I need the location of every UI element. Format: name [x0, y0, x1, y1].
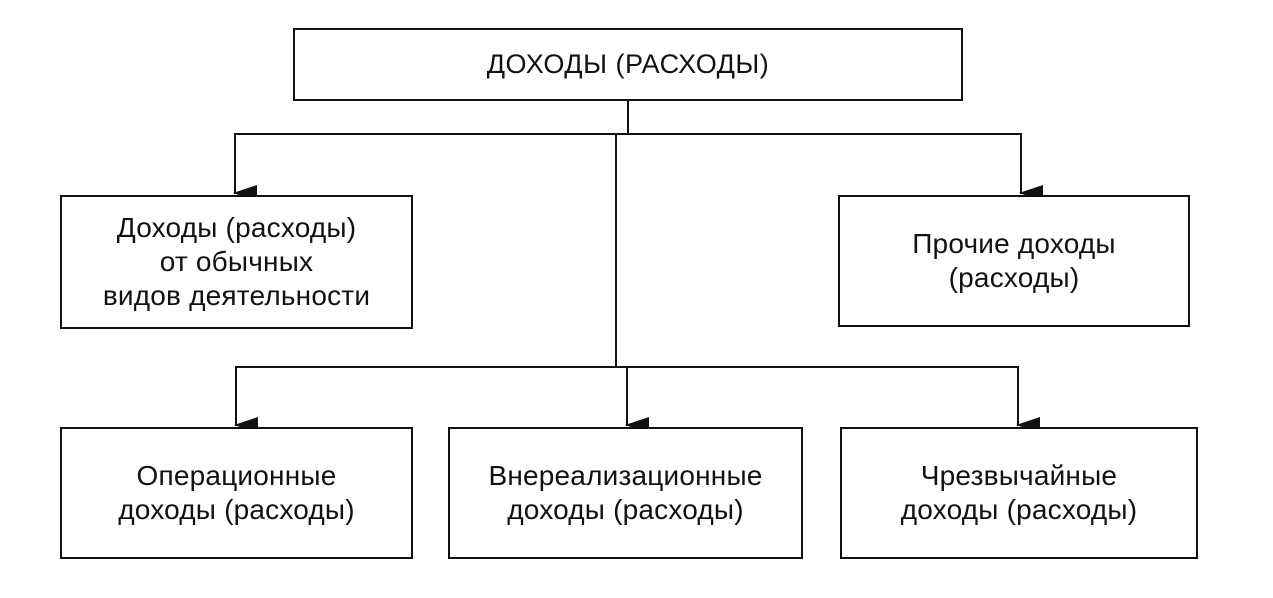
node-other-income-label: Прочие доходы (расходы): [912, 227, 1116, 293]
node-non-operating: Внереализационные доходы (расходы): [448, 427, 803, 559]
node-non-operating-label: Внереализационные доходы (расходы): [488, 459, 763, 525]
node-operating: Операционные доходы (расходы): [60, 427, 413, 559]
node-operating-label: Операционные доходы (расходы): [118, 459, 355, 525]
node-other-income: Прочие доходы (расходы): [838, 195, 1190, 327]
root-node-label: ДОХОДЫ (РАСХОДЫ): [486, 49, 770, 80]
node-ordinary-activities: Доходы (расходы) от обычных видов деятел…: [60, 195, 413, 329]
root-node: ДОХОДЫ (РАСХОДЫ): [293, 28, 963, 101]
node-ordinary-activities-label: Доходы (расходы) от обычных видов деятел…: [102, 211, 371, 312]
node-extraordinary-label: Чрезвычайные доходы (расходы): [900, 459, 1138, 525]
node-extraordinary: Чрезвычайные доходы (расходы): [840, 427, 1198, 559]
